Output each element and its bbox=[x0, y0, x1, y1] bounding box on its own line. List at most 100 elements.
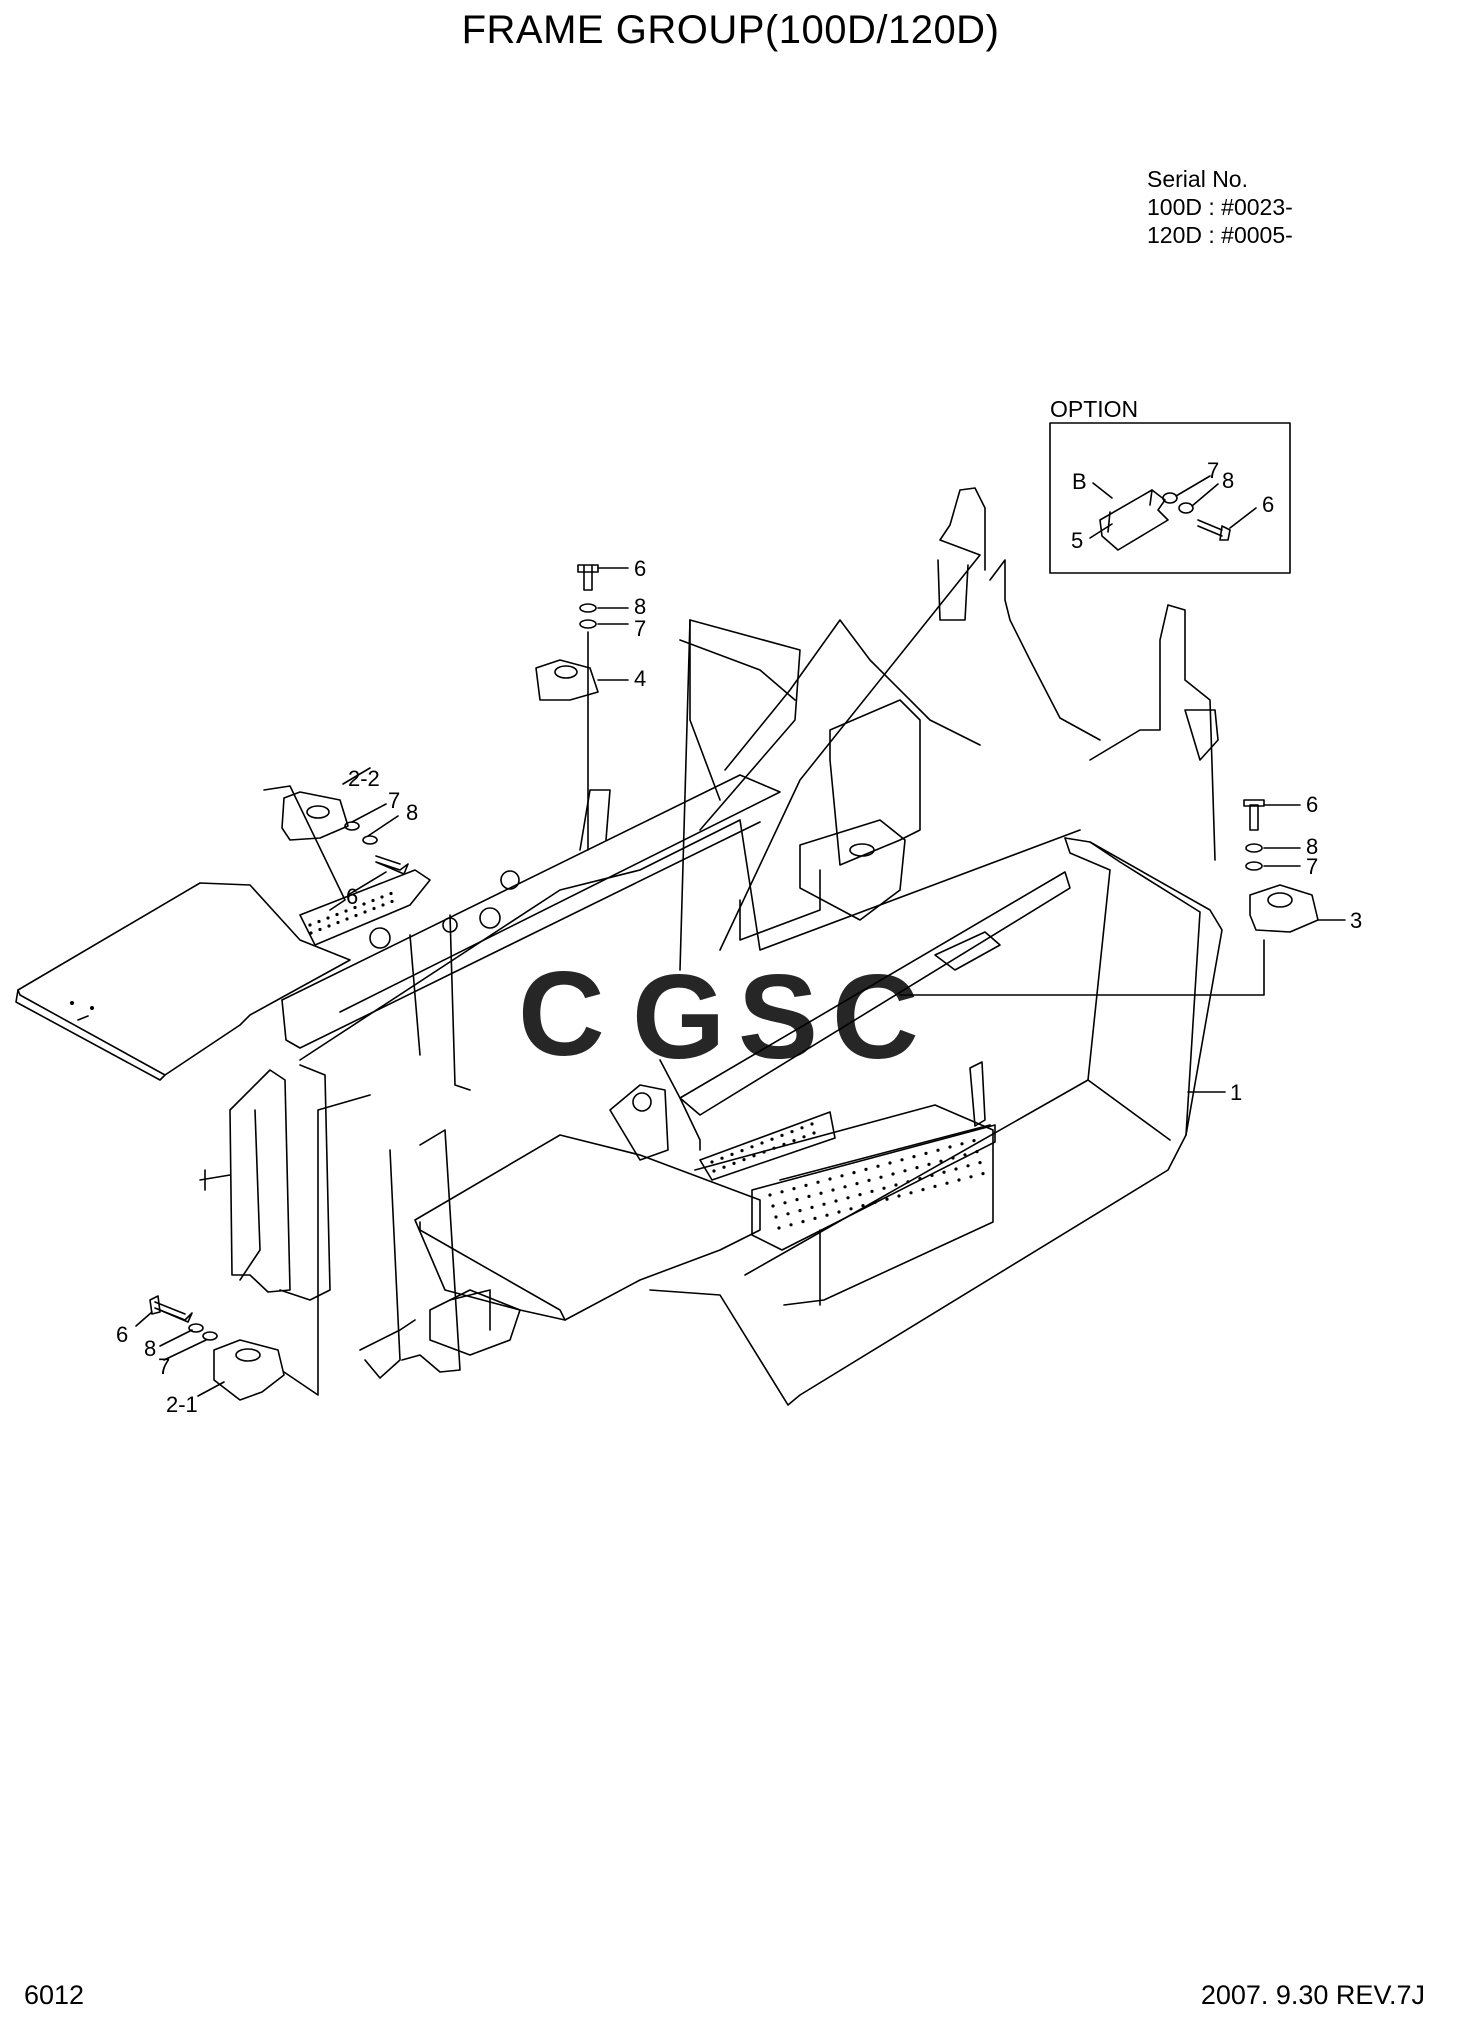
perforation-dot bbox=[807, 1194, 811, 1198]
option-bolt bbox=[1197, 519, 1223, 537]
mount-4 bbox=[535, 659, 599, 701]
grab-handle bbox=[969, 1061, 986, 1127]
perforation-dot bbox=[828, 1177, 832, 1181]
perforation-dot bbox=[939, 1159, 943, 1163]
perforation-dot bbox=[381, 903, 385, 907]
left-flat-plate bbox=[17, 882, 351, 1076]
perforation-dot bbox=[380, 895, 384, 899]
right-flat-plate bbox=[414, 1134, 761, 1321]
upper-deck-edge bbox=[299, 819, 1081, 1061]
perforation-dot bbox=[912, 1155, 916, 1159]
mount-3-group: 6 8 7 3 bbox=[899, 792, 1362, 996]
perforation-dot bbox=[945, 1181, 949, 1185]
perforation-dot bbox=[317, 919, 321, 924]
perforation-dot bbox=[327, 924, 331, 928]
perforation-dot bbox=[924, 1151, 928, 1155]
perforation-dot bbox=[963, 1153, 967, 1157]
right-main-rail bbox=[679, 871, 1071, 1116]
perforation-dot bbox=[927, 1162, 931, 1166]
perforation-dot bbox=[897, 1194, 901, 1198]
washer-8-top bbox=[579, 603, 597, 613]
perforation-dot bbox=[336, 920, 340, 925]
perforation-dot bbox=[730, 1152, 734, 1156]
mount-2-1 bbox=[213, 1339, 285, 1401]
perforation-dot bbox=[792, 1187, 796, 1191]
frame-assembly bbox=[15, 487, 1223, 1406]
access-cover bbox=[934, 931, 1001, 971]
watermark-logo: C G S C bbox=[518, 947, 919, 1084]
perforation-dot bbox=[371, 898, 375, 903]
option-box: OPTION B 5 7 8 6 bbox=[1049, 396, 1291, 574]
center-mast-box bbox=[829, 699, 921, 866]
perforation-dot bbox=[876, 1164, 880, 1168]
perforation-dots bbox=[308, 891, 985, 1230]
perforation-dot bbox=[849, 1207, 853, 1211]
perforation-dot bbox=[326, 916, 330, 920]
mount-4-group: 6 8 7 4 bbox=[535, 556, 646, 851]
callout-7-option: 7 bbox=[1207, 458, 1219, 483]
watermark-letter-g: G bbox=[632, 950, 725, 1084]
perforation-dot bbox=[792, 1139, 796, 1143]
callout-5-option: 5 bbox=[1071, 528, 1083, 553]
perforation-dot bbox=[921, 1188, 925, 1192]
bolt-6-right bbox=[1243, 799, 1265, 831]
perforation-dot bbox=[948, 1145, 952, 1149]
left-main-rail bbox=[281, 774, 781, 1013]
perforation-dot bbox=[915, 1166, 919, 1170]
front-right-leg bbox=[401, 1129, 461, 1373]
perforation-dot bbox=[969, 1175, 973, 1179]
callout-2-1: 2-1 bbox=[166, 1392, 198, 1417]
perforation-dot bbox=[960, 1142, 964, 1146]
perforation-dot bbox=[762, 1150, 766, 1154]
perforation-dot bbox=[812, 1131, 816, 1135]
perforation-dot bbox=[783, 1201, 787, 1205]
perforation-dot bbox=[951, 1156, 955, 1160]
callout-2-2: 2-2 bbox=[348, 766, 380, 791]
callout-8-option: 8 bbox=[1222, 468, 1234, 493]
watermark-letter-c1: C bbox=[518, 947, 605, 1081]
callout-4: 4 bbox=[634, 666, 646, 691]
perforation-dot bbox=[882, 1186, 886, 1190]
callout-3: 3 bbox=[1350, 908, 1362, 933]
callout-8-bottom: 8 bbox=[144, 1336, 156, 1361]
option-label: OPTION bbox=[1050, 396, 1138, 422]
perforation-dot bbox=[363, 910, 367, 914]
perforation-dot bbox=[978, 1161, 982, 1165]
serial-heading: Serial No. bbox=[1147, 166, 1248, 192]
callout-6-bottom: 6 bbox=[116, 1322, 128, 1347]
perforation-dot bbox=[942, 1170, 946, 1174]
mount-2-2 bbox=[281, 791, 349, 841]
perforation-dot bbox=[909, 1191, 913, 1195]
left-rear-upright bbox=[719, 487, 986, 951]
perforation-dot bbox=[308, 923, 312, 927]
washer-7-top bbox=[579, 619, 597, 629]
perforation-dot bbox=[873, 1200, 877, 1204]
perforation-dot bbox=[768, 1193, 772, 1197]
perforation-dot bbox=[774, 1215, 778, 1219]
perforated-step-right bbox=[699, 1111, 996, 1251]
front-mount-pad bbox=[429, 1289, 521, 1356]
perforation-dot bbox=[954, 1167, 958, 1171]
perforation-dot bbox=[900, 1158, 904, 1162]
perforation-dot bbox=[879, 1175, 883, 1179]
serial-number-block: Serial No. 100D : #0023- 120D : #0005- bbox=[1147, 165, 1293, 249]
perforation-dot bbox=[782, 1142, 786, 1146]
perforation-dot bbox=[802, 1135, 806, 1139]
washer-8-bottom bbox=[188, 1323, 204, 1333]
perforation-dot bbox=[825, 1213, 829, 1217]
perforation-dot bbox=[770, 1137, 774, 1141]
perforation-dot bbox=[780, 1133, 784, 1137]
perforation-dot bbox=[855, 1182, 859, 1186]
perforation-dot bbox=[864, 1167, 868, 1171]
perforation-dot bbox=[810, 1122, 814, 1126]
perforation-dot bbox=[840, 1174, 844, 1178]
callout-7-right: 7 bbox=[1306, 854, 1318, 879]
perforation-dot bbox=[981, 1172, 985, 1176]
right-rear-upright bbox=[1089, 604, 1216, 861]
bolt-6-top bbox=[577, 564, 599, 591]
callout-8-top: 8 bbox=[634, 594, 646, 619]
perforation-dot bbox=[867, 1178, 871, 1182]
washer-7-right bbox=[1245, 861, 1263, 871]
perforation-dot bbox=[822, 1202, 826, 1206]
